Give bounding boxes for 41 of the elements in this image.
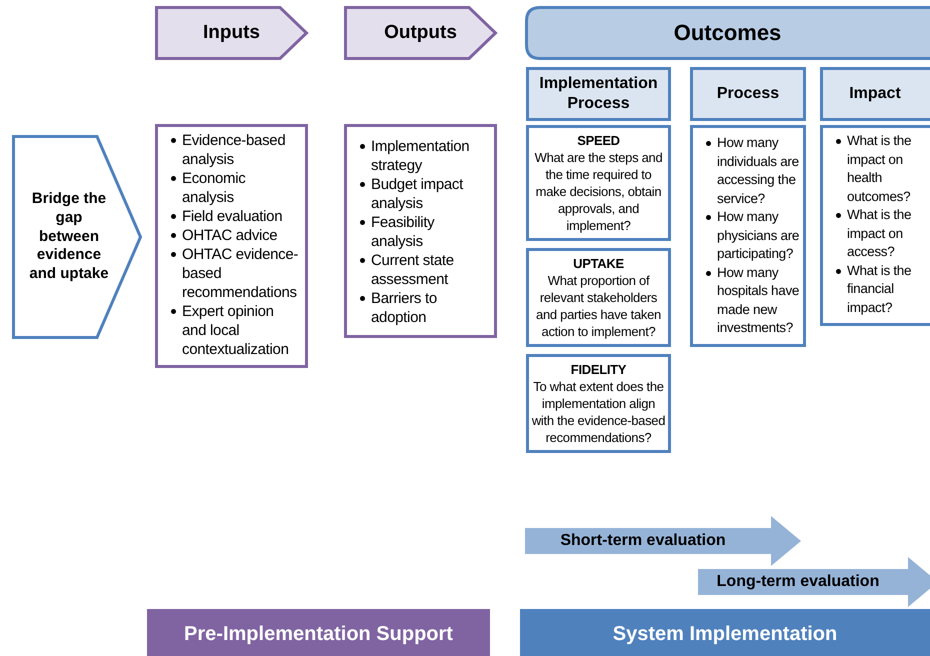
question-text: What proportion of relevant stakeholders and parties have taken action to implement? <box>535 272 662 340</box>
bullet-text: Expert opinion and local contextualization <box>182 303 289 358</box>
bullet-text: Economic analysis <box>182 170 246 206</box>
bullet-text: How many individuals are accessing the service? <box>717 135 799 206</box>
bullet-text: Implementation strategy <box>371 138 470 174</box>
column-header: Impact <box>820 67 930 121</box>
bullet-text: Evidence-based analysis <box>182 132 286 168</box>
bullet-text: OHTAC advice <box>182 227 278 244</box>
text-box <box>526 125 671 241</box>
bullet-text: How many hospitals have made new investments? <box>717 264 800 335</box>
heading-text: System Implementation <box>612 622 838 646</box>
bullet-text: How many physicians are participating? <box>717 209 800 261</box>
heading-text: Outcomes <box>674 19 782 47</box>
heading-text: Long-term evaluation <box>716 572 880 592</box>
bullet-text: Current state assessment <box>371 252 454 288</box>
question-text: To what extent does the implementation align with the evidence-based recommendations? <box>531 378 666 446</box>
box-heading: SPEED <box>576 132 621 149</box>
text-box <box>526 248 671 347</box>
bullet-text: Barriers to adoption <box>371 290 437 326</box>
bullet-text: Field evaluation <box>182 208 282 225</box>
heading-text: Bridge the gap between evidence and uptake <box>28 190 110 284</box>
bullet-text: What is the impact on access? <box>847 207 912 259</box>
column-header: Process <box>690 67 806 121</box>
text-box <box>155 124 308 368</box>
bullet-text: Budget impact analysis <box>371 176 463 212</box>
question-text: What are the steps and the time required to make decisions, obtain approvals, and implement? <box>534 149 664 234</box>
bullet-text: What is the financial impact? <box>847 262 912 314</box>
bullet-text: OHTAC evidence-based recommendations <box>182 246 298 301</box>
text-box <box>690 125 806 346</box>
bullet-text: What is the impact on health outcomes? <box>847 133 912 204</box>
text-box <box>820 125 930 326</box>
box-heading: UPTAKE <box>572 255 625 272</box>
box-heading: FIDELITY <box>570 361 628 378</box>
heading-text: Pre-Implementation Support <box>184 622 453 646</box>
bullet-text: Feasibility analysis <box>371 214 434 250</box>
heading-text: Inputs <box>203 21 260 45</box>
text-box <box>344 124 497 338</box>
heading-text: Short-term evaluation <box>560 531 726 551</box>
text-box <box>526 354 671 453</box>
heading-text: Outputs <box>384 21 457 45</box>
column-header: Implementation Process <box>526 67 671 121</box>
